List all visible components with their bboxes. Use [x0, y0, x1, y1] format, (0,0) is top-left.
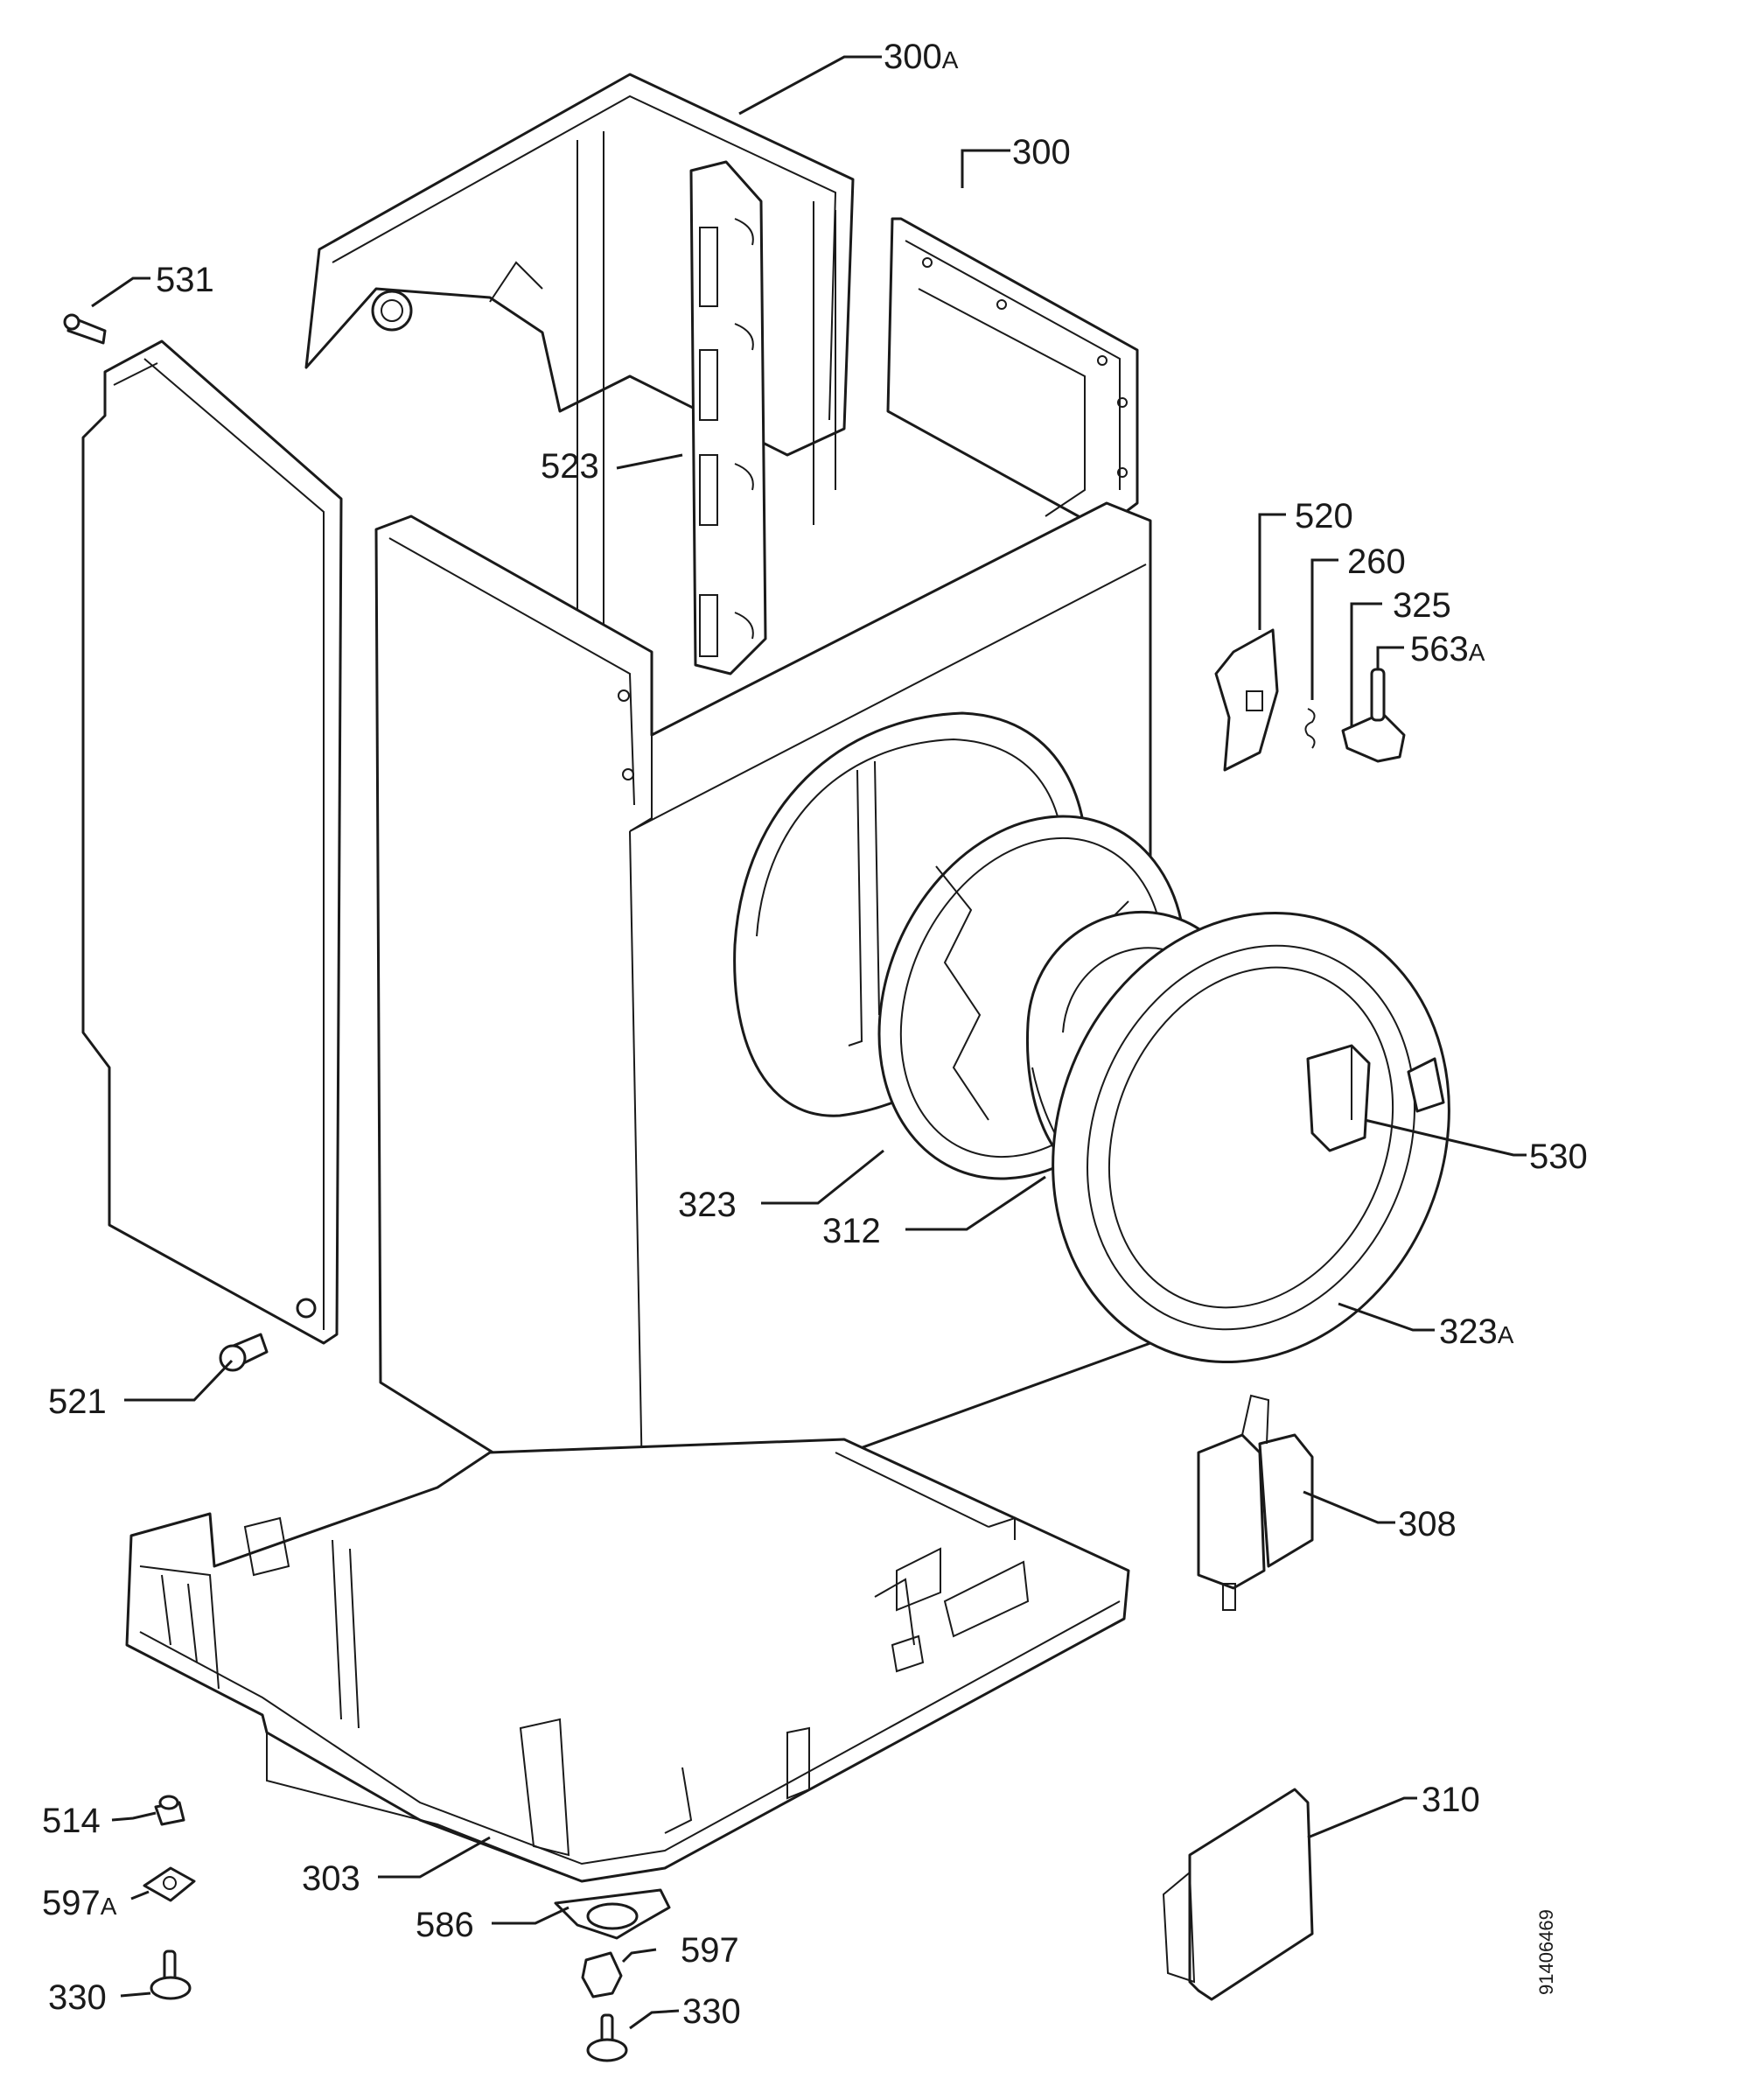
label-312: 312 [822, 1212, 881, 1250]
label-300: 300 [1012, 133, 1071, 172]
label-308: 308 [1398, 1505, 1457, 1544]
nut-597a [143, 1866, 196, 1902]
part-labels: 300A 300 531 523 520 260 325 563A 530 32… [42, 38, 1588, 2031]
label-325: 325 [1393, 586, 1451, 625]
screw-330-left [150, 1950, 192, 2000]
foot-586 [554, 1888, 671, 1940]
screw-330-right [586, 2013, 628, 2062]
label-300a: 300A [884, 38, 959, 76]
label-563a: 563A [1410, 630, 1485, 668]
left-side-panel [81, 340, 343, 1345]
label-531: 531 [156, 261, 214, 299]
label-521: 521 [48, 1382, 107, 1421]
label-597: 597 [681, 1931, 739, 1970]
rail-523 [689, 160, 767, 676]
label-523: 523 [541, 447, 599, 486]
leader-lines [91, 55, 1527, 2030]
nut-514 [154, 1795, 185, 1826]
label-310: 310 [1422, 1781, 1480, 1819]
spring-260 [1304, 708, 1316, 749]
screw-531 [63, 313, 107, 345]
door-ring-323a [1052, 911, 1450, 1364]
label-260: 260 [1347, 542, 1406, 581]
pin-563a [1370, 668, 1386, 722]
label-586: 586 [416, 1906, 474, 1944]
door-handle-530 [1306, 1044, 1371, 1152]
label-597a: 597A [42, 1884, 117, 1922]
label-303: 303 [302, 1859, 360, 1898]
document-number: 91406469 [1535, 1909, 1557, 1995]
label-323a: 323A [1439, 1312, 1514, 1351]
bracket-520 [1214, 628, 1279, 772]
main-cabinet [374, 501, 1152, 1529]
label-514: 514 [42, 1802, 101, 1840]
screw-521 [219, 1333, 269, 1372]
label-520: 520 [1295, 497, 1353, 536]
label-330-right: 330 [682, 1992, 741, 2031]
nut-597 [581, 1951, 623, 1998]
label-530: 530 [1529, 1138, 1588, 1176]
side-frame-300 [886, 217, 1139, 531]
label-330-left: 330 [48, 1978, 107, 2017]
label-323: 323 [678, 1186, 737, 1224]
base-303 [125, 1438, 1130, 1883]
cover-310 [1162, 1788, 1314, 2001]
hinge-308 [1197, 1394, 1314, 1611]
